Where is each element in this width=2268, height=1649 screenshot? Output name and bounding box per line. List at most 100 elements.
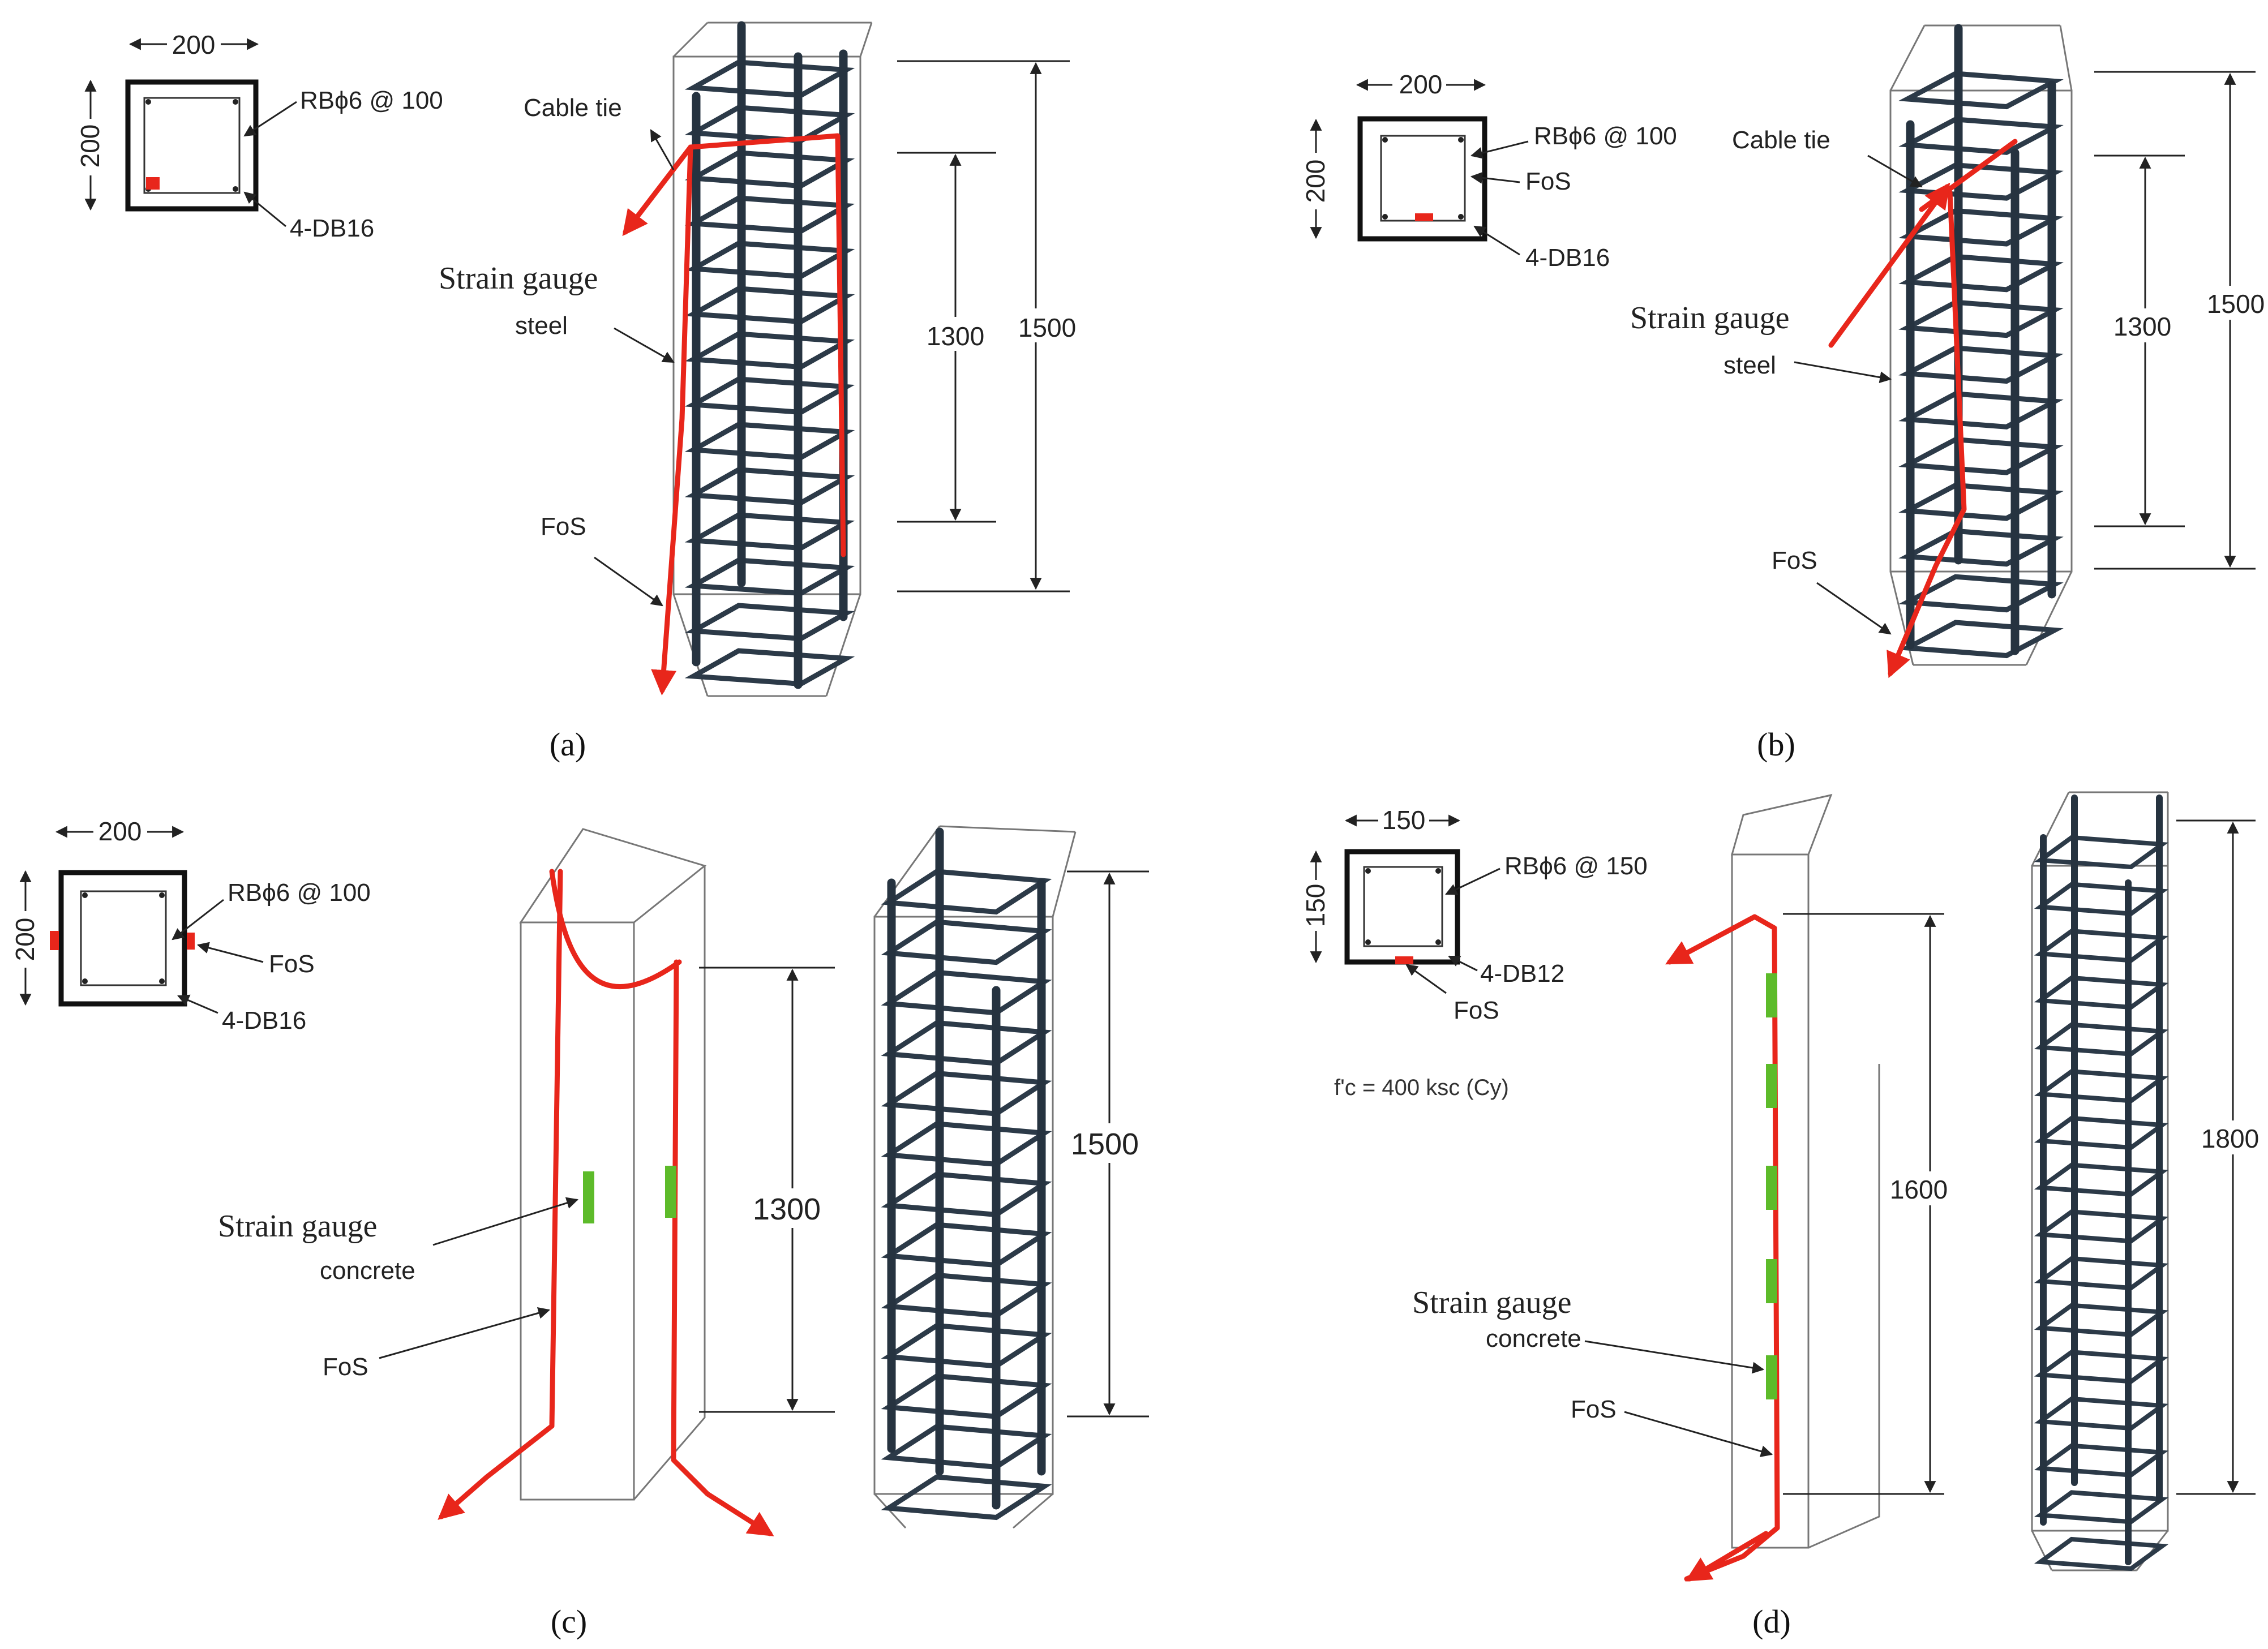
stirrup	[881, 969, 1052, 1016]
stirrup	[1898, 71, 2064, 110]
section-height: 200	[1301, 160, 1330, 203]
section-stirrup	[1380, 135, 1466, 222]
stirrup	[2034, 1350, 2169, 1384]
section-d: 150 150 RBϕ6 @ 150 4-DB12 FoS f'c = 400 …	[1301, 805, 1648, 1100]
stirrup	[2034, 882, 2169, 916]
dim-outer: 1800	[2201, 1124, 2259, 1153]
column-c	[438, 828, 774, 1536]
stirrup	[1898, 162, 2064, 201]
strain-gauge-5	[1766, 1355, 1777, 1399]
dim-outer-d: 1800	[2176, 819, 2259, 1495]
fos-label: FoS	[541, 513, 586, 540]
stirrup-label: RBϕ6 @ 100	[1534, 122, 1677, 150]
fos-marker	[1415, 213, 1433, 221]
strain-gauge-2	[1766, 1064, 1777, 1108]
section-height: 150	[1301, 884, 1330, 927]
dim-outer: 1500	[1071, 1127, 1139, 1161]
stirrup	[684, 241, 855, 280]
stirrup	[684, 286, 855, 325]
fos-marker-left	[50, 931, 59, 950]
section-stirrup	[1363, 866, 1443, 947]
stirrup	[684, 467, 855, 506]
dim-outer: 1500	[1018, 313, 1076, 342]
cage-a	[622, 21, 873, 697]
dim-inner-a: 1300	[897, 152, 996, 523]
stirrup	[881, 1222, 1052, 1268]
stirrup	[2034, 835, 2169, 870]
stirrup	[684, 376, 855, 415]
strain-gauge-label: Strain gauge	[439, 261, 598, 296]
section-width: 150	[1382, 805, 1426, 835]
section-width: 200	[172, 30, 216, 59]
stirrup	[684, 512, 855, 551]
panel-a: 200 200 RBϕ6 @ 100 4-DB16	[75, 21, 1076, 763]
section-width: 200	[98, 817, 142, 846]
dim-inner-c: 1300	[699, 967, 835, 1413]
stirrup	[2034, 975, 2169, 1010]
section-a: 200 200 RBϕ6 @ 100 4-DB16	[75, 30, 443, 242]
section-outline	[125, 79, 259, 212]
column-d	[1665, 793, 1880, 1582]
gauge-type-label: steel	[515, 312, 568, 340]
stirrup	[2034, 1069, 2169, 1103]
section-width: 200	[1399, 70, 1443, 99]
stirrup	[881, 919, 1052, 965]
stirrup	[684, 422, 855, 461]
stirrup	[2034, 1022, 2169, 1057]
strain-gauge-label: Strain gauge	[1630, 300, 1789, 336]
cage-c	[873, 825, 1077, 1529]
fos-cable	[438, 869, 563, 1520]
bars-label: 4-DB16	[222, 1007, 306, 1034]
stirrup	[1898, 437, 2064, 475]
stirrup	[2034, 1443, 2169, 1478]
stirrup-label: RBϕ6 @ 100	[228, 879, 371, 907]
dim-inner: 1300	[927, 321, 984, 351]
fos-cable	[651, 144, 693, 695]
stirrup	[881, 1373, 1052, 1419]
stirrup	[684, 557, 855, 596]
stirrup	[2034, 1303, 2169, 1337]
bars-label: 4-DB16	[1525, 244, 1610, 272]
cable-tie-line	[688, 133, 846, 557]
section-stirrup	[80, 890, 167, 986]
bars-label: 4-DB16	[290, 214, 374, 242]
section-fos-label: FoS	[1454, 997, 1499, 1024]
panel-b: 200 200 RBϕ6 @ 100 FoS 4-DB16	[1301, 24, 2265, 763]
caption-c: (c)	[551, 1603, 587, 1640]
caption-a: (a)	[550, 726, 586, 763]
fos-marker-right	[187, 933, 195, 950]
dim-inner: 1300	[2113, 312, 2171, 341]
dim-inner-b: 1300	[2094, 154, 2185, 527]
strain-gauge-3	[1766, 1166, 1777, 1210]
caption-d: (d)	[1752, 1603, 1791, 1640]
gauge-type-label: steel	[1723, 351, 1776, 379]
gauge-type-label: concrete	[320, 1257, 415, 1285]
bars-label: 4-DB12	[1480, 960, 1564, 987]
stirrup	[1898, 345, 2064, 384]
stirrup	[684, 603, 855, 642]
strain-gauge-label: Strain gauge	[1412, 1285, 1571, 1320]
strain-gauge-2	[665, 1166, 676, 1218]
stirrup	[2034, 929, 2169, 963]
stirrup	[1898, 208, 2064, 247]
stirrup	[881, 1121, 1052, 1167]
stirrup	[2034, 1396, 2169, 1431]
stirrup	[881, 1020, 1052, 1066]
stirrup	[684, 331, 855, 370]
stirrup	[2034, 1209, 2169, 1244]
fos-marker	[146, 177, 160, 190]
section-fos-label: FoS	[269, 950, 315, 978]
fos-marker	[1395, 956, 1413, 964]
fos-label: FoS	[1772, 547, 1817, 574]
section-height: 200	[75, 124, 105, 168]
stirrup-label: RBϕ6 @ 100	[300, 87, 443, 114]
stirrup	[684, 59, 855, 98]
stirrup	[881, 1424, 1052, 1470]
stirrup	[1898, 482, 2064, 521]
dim-outer-c: 1500	[1067, 870, 1149, 1418]
stirrup	[2034, 1536, 2169, 1571]
dim-inner-d: 1600	[1783, 913, 1956, 1495]
dim-outer-a: 1500	[897, 60, 1076, 592]
fos-cable	[1665, 914, 1780, 1582]
